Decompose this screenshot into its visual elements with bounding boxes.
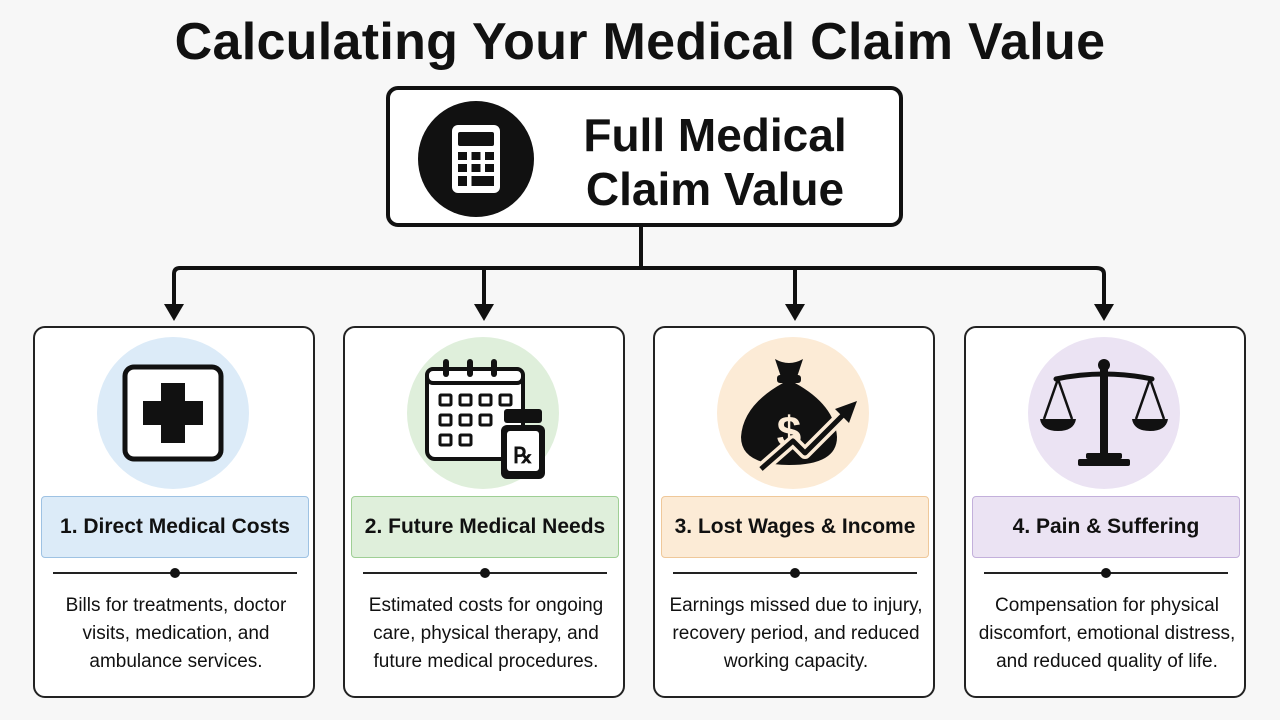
card-label: 4. Pain & Suffering — [972, 496, 1240, 558]
card-direct-medical-costs: 1. Direct Medical Costs Bills for treatm… — [33, 326, 315, 698]
card-description: Earnings missed due to injury, recovery … — [669, 595, 923, 672]
arrowhead-4 — [1094, 304, 1114, 321]
arrowhead-1 — [164, 304, 184, 321]
divider — [363, 568, 607, 578]
card-future-medical-needs: ℞ 2. Future Medical Needs Estimated cost… — [343, 326, 625, 698]
root-label-line1: Full Medical — [583, 109, 847, 161]
card-label: 1. Direct Medical Costs — [41, 496, 309, 558]
divider — [984, 568, 1228, 578]
root-node-full-medical-claim-value: Full Medical Claim Value — [386, 86, 903, 227]
card-pain-suffering: 4. Pain & Suffering Compensation for phy… — [964, 326, 1246, 698]
card-label: 2. Future Medical Needs — [351, 496, 619, 558]
svg-text:℞: ℞ — [513, 443, 533, 468]
card-description: Estimated costs for ongoing care, physic… — [368, 595, 604, 672]
arrowhead-3 — [785, 304, 805, 321]
icon-circle: ℞ — [407, 337, 559, 489]
root-label: Full Medical Claim Value — [550, 108, 880, 216]
divider — [673, 568, 917, 578]
money-bag-growth-icon: $ — [741, 359, 857, 474]
icon-circle: $ — [717, 337, 869, 489]
divider — [53, 568, 297, 578]
connector-branch-1 — [172, 266, 182, 308]
scales-of-justice-icon — [1040, 359, 1168, 466]
card-lost-wages-income: $ 3. Lost Wages & Income Earnings missed… — [653, 326, 935, 698]
arrowhead-2 — [474, 304, 494, 321]
calculator-icon — [418, 101, 534, 217]
page-title: Calculating Your Medical Claim Value — [174, 13, 1106, 71]
icon-circle — [1028, 337, 1180, 489]
card-description: Compensation for physical discomfort, em… — [978, 595, 1236, 672]
connector-branch-4 — [1094, 266, 1106, 308]
root-label-line2: Claim Value — [585, 163, 845, 215]
medical-cross-icon — [122, 364, 224, 462]
card-label: 3. Lost Wages & Income — [661, 496, 929, 558]
card-description: Bills for treatments, doctor visits, med… — [65, 595, 287, 672]
calendar-prescription-icon: ℞ — [425, 359, 545, 479]
icon-circle — [97, 337, 249, 489]
